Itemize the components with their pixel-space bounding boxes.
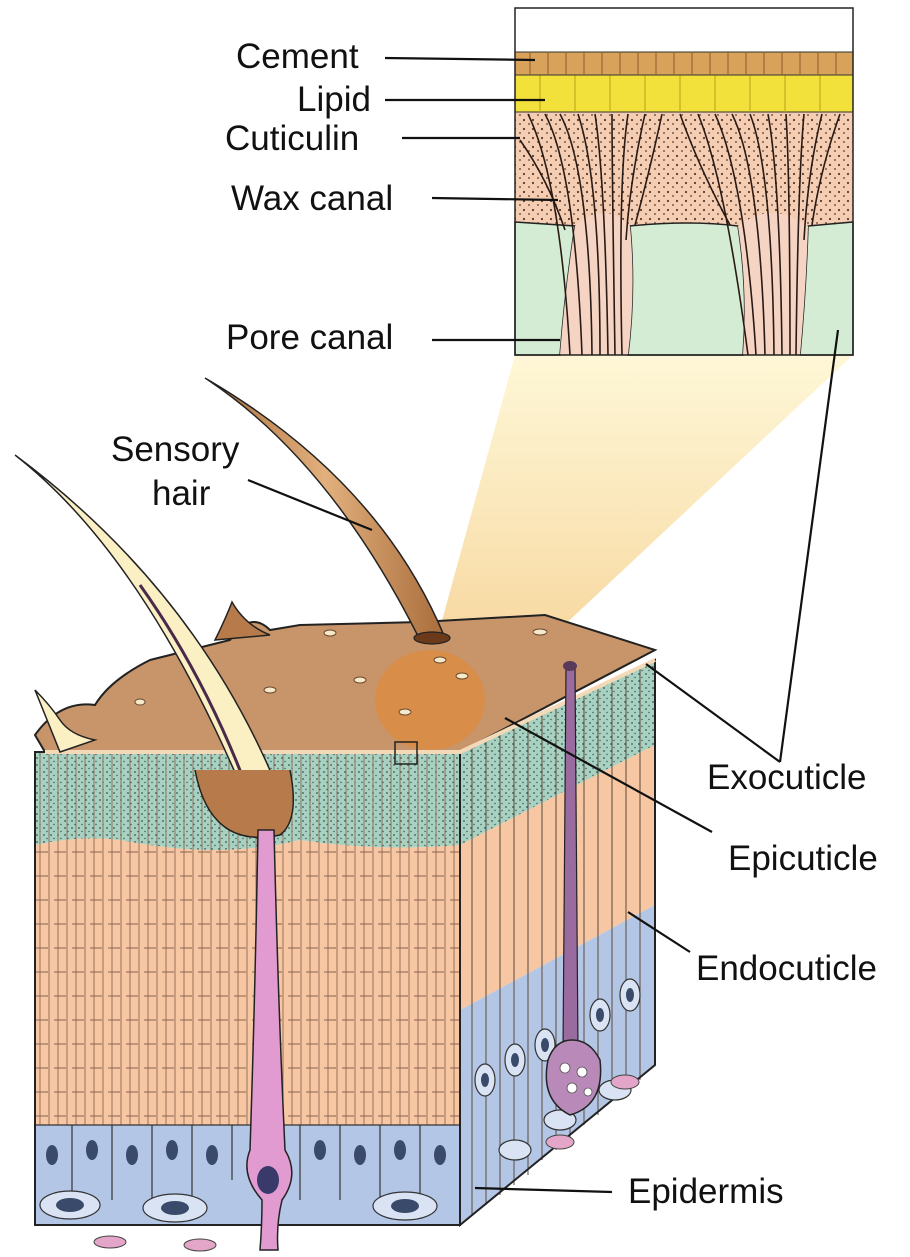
label-lipid: Lipid — [297, 80, 371, 119]
pore-region-right — [800, 222, 853, 355]
label-sensory-hair-1: Sensory — [111, 430, 240, 469]
label-sensory-hair-2: hair — [152, 474, 211, 513]
label-epicuticle: Epicuticle — [728, 839, 878, 878]
label-pore-canal: Pore canal — [226, 318, 393, 357]
pore-region-middle — [628, 223, 745, 355]
label-cement: Cement — [236, 37, 359, 76]
label-exocuticle: Exocuticle — [707, 758, 867, 797]
gland-duct — [563, 668, 578, 1050]
label-epidermis: Epidermis — [628, 1172, 784, 1211]
inset-magnified-view — [515, 8, 853, 355]
surface-spine — [215, 602, 270, 640]
sensory-hair-large — [205, 378, 445, 640]
lipid-layer — [515, 75, 853, 112]
label-cuticulin: Cuticulin — [225, 119, 359, 158]
label-wax-canal: Wax canal — [231, 179, 393, 218]
label-endocuticle: Endocuticle — [696, 949, 877, 988]
